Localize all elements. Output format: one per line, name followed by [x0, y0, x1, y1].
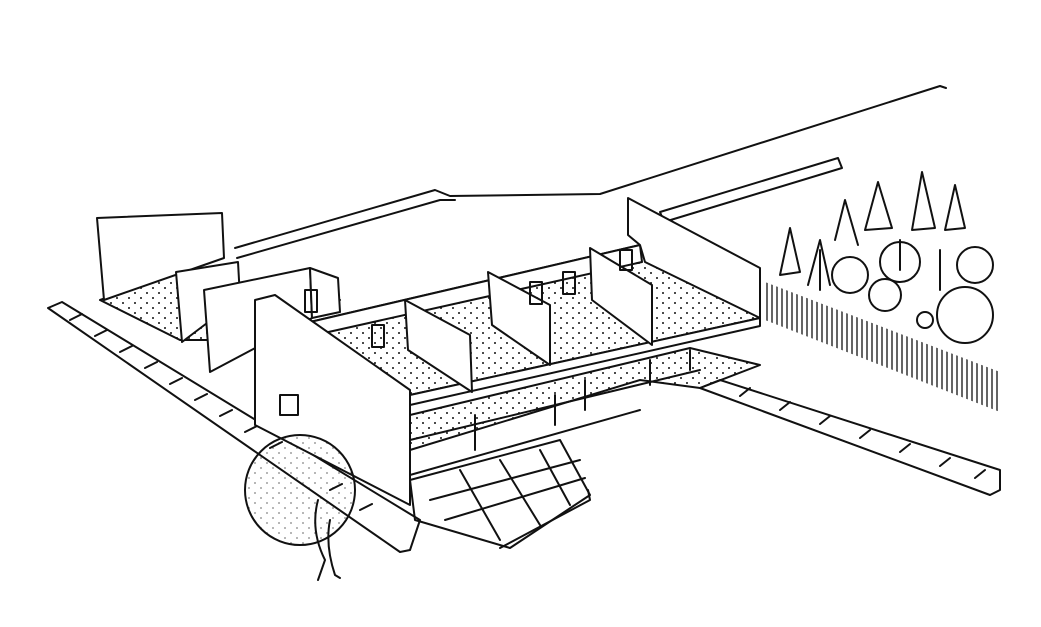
- right-paving: [699, 379, 1001, 496]
- door: [562, 271, 576, 295]
- beam: [659, 157, 843, 223]
- door: [304, 289, 318, 313]
- window: [279, 394, 299, 416]
- left-wall: [96, 212, 225, 301]
- door: [529, 281, 543, 305]
- roof-line: [234, 85, 947, 249]
- door: [371, 324, 385, 348]
- trees: [779, 171, 994, 344]
- piers: [474, 349, 691, 451]
- tree: [244, 434, 356, 581]
- back-wall-left: [309, 267, 341, 319]
- front-paving: [409, 439, 591, 549]
- partition-c: [589, 247, 653, 346]
- door: [619, 249, 633, 271]
- partition-a: [404, 299, 473, 393]
- lower-bays: [409, 369, 701, 476]
- right-end-wall: [627, 197, 761, 319]
- roof-line-lower: [236, 199, 456, 259]
- front-wall: [254, 294, 411, 506]
- fence: [765, 282, 1000, 412]
